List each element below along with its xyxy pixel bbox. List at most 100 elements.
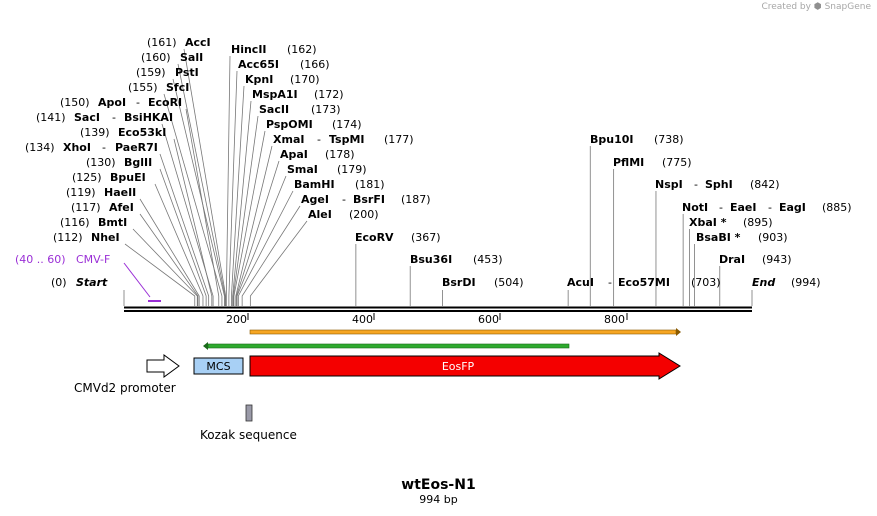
site-pos-pspomi: (174) bbox=[332, 118, 362, 131]
eosfp-label: EosFP bbox=[442, 360, 475, 373]
site-name-agei[interactable]: AgeI bbox=[301, 193, 329, 206]
site-name-psti[interactable]: PstI bbox=[175, 66, 199, 79]
site-alt-eaei[interactable]: EaeI bbox=[730, 201, 757, 214]
site-name-ecorv[interactable]: EcoRV bbox=[355, 231, 394, 244]
leader-line-haeii bbox=[139, 198, 200, 306]
leader-line-bglii bbox=[159, 168, 207, 306]
site-pos-psti: (159) bbox=[136, 66, 166, 79]
site-name-sfci[interactable]: SfcI bbox=[166, 81, 189, 94]
site-pos-nspi: (842) bbox=[750, 178, 780, 191]
orf-forward-bar bbox=[249, 329, 677, 335]
site-alt-eco57mi[interactable]: Eco57MI bbox=[618, 276, 670, 289]
enzyme-leader-lines bbox=[123, 48, 753, 306]
site-name-apoi[interactable]: ApoI bbox=[98, 96, 126, 109]
site-name-sali[interactable]: SalI bbox=[180, 51, 203, 64]
site-name-nspi[interactable]: NspI bbox=[655, 178, 683, 191]
site-pos-haeii: (119) bbox=[66, 186, 96, 199]
site-name-saci[interactable]: SacI bbox=[74, 111, 100, 124]
site-name-bglii[interactable]: BglII bbox=[124, 156, 152, 169]
site-name-bamhi[interactable]: BamHI bbox=[294, 178, 335, 191]
site-alt-tspmi[interactable]: TspMI bbox=[329, 133, 365, 146]
site-sep-noti: - bbox=[719, 201, 723, 214]
site-pos-bglii: (130) bbox=[86, 156, 116, 169]
site-name-sacii[interactable]: SacII bbox=[259, 103, 289, 116]
leader-line-xmai bbox=[235, 145, 273, 306]
site-name-acci[interactable]: AccI bbox=[185, 36, 211, 49]
credit-brand: SnapGene bbox=[824, 2, 871, 12]
site-name-noti[interactable]: NotI bbox=[682, 201, 708, 214]
site-alt-bsrfi[interactable]: BsrFI bbox=[353, 193, 385, 206]
site-name-apai[interactable]: ApaI bbox=[280, 148, 308, 161]
site-name-bmti[interactable]: BmtI bbox=[98, 216, 127, 229]
leader-line-apoi bbox=[185, 108, 220, 306]
primer-range: (40 .. 60) bbox=[15, 253, 66, 266]
mcs-feature[interactable]: MCS bbox=[193, 357, 244, 375]
snapgene-logo-icon: ⬢ bbox=[813, 2, 822, 12]
eosfp-arrow bbox=[249, 352, 681, 380]
site-pos-bsabi: (903) bbox=[758, 231, 788, 244]
site-alt-bsihkai[interactable]: BsiHKAI bbox=[124, 111, 173, 124]
site-name-bsu36i[interactable]: Bsu36I bbox=[410, 253, 452, 266]
tick-label-200: 200 bbox=[226, 313, 247, 326]
site-name-bsabi[interactable]: BsaBI * bbox=[696, 231, 741, 244]
site-name-eco53ki[interactable]: Eco53kI bbox=[118, 126, 166, 139]
site-sep-apoi: - bbox=[136, 96, 140, 109]
start-pos: (0) bbox=[51, 276, 67, 289]
site-name-bsrdi[interactable]: BsrDI bbox=[442, 276, 476, 289]
site-name-alei[interactable]: AleI bbox=[308, 208, 332, 221]
site-name-pflmi[interactable]: PflMI bbox=[613, 156, 644, 169]
site-name-xmai[interactable]: XmaI bbox=[273, 133, 304, 146]
site-pos-acci: (161) bbox=[147, 36, 177, 49]
site-pos-agei: (187) bbox=[401, 193, 431, 206]
site-name-xbai[interactable]: XbaI * bbox=[689, 216, 727, 229]
kozak-label: Kozak sequence bbox=[200, 428, 297, 442]
site-pos-apai: (178) bbox=[325, 148, 355, 161]
site-name-nhei[interactable]: NheI bbox=[91, 231, 120, 244]
tick-label-400: 400 bbox=[352, 313, 373, 326]
plasmid-size: 994 bp bbox=[419, 493, 458, 506]
site-pos-bsrdi: (504) bbox=[494, 276, 524, 289]
site-name-hincii[interactable]: HincII bbox=[231, 43, 267, 56]
cmvd2-promoter-feature[interactable]: CMVd2 promoter bbox=[74, 354, 180, 395]
site-alt-ecori[interactable]: EcoRI bbox=[148, 96, 182, 109]
end-label: End bbox=[752, 276, 775, 289]
site-alt-sphi[interactable]: SphI bbox=[705, 178, 733, 191]
site-name-acui[interactable]: AcuI bbox=[567, 276, 594, 289]
site-pos-apoi: (150) bbox=[60, 96, 90, 109]
site-name-acc65i[interactable]: Acc65I bbox=[238, 58, 279, 71]
site-name-afei[interactable]: AfeI bbox=[109, 201, 134, 214]
site-name-bpu10i[interactable]: Bpu10I bbox=[590, 133, 634, 146]
orf-forward[interactable] bbox=[249, 328, 681, 336]
site-name-mspa1i[interactable]: MspA1I bbox=[252, 88, 298, 101]
site-pos-smai: (179) bbox=[337, 163, 367, 176]
eosfp-feature[interactable]: EosFP bbox=[249, 352, 681, 380]
mcs-label: MCS bbox=[206, 360, 230, 373]
promoter-label: CMVd2 promoter bbox=[74, 381, 176, 395]
start-label: Start bbox=[76, 276, 108, 289]
site-name-kpni[interactable]: KpnI bbox=[245, 73, 273, 86]
plasmid-title: wtEos-N1 bbox=[401, 477, 476, 493]
site-name-smai[interactable]: SmaI bbox=[287, 163, 318, 176]
site-pos-pflmi: (775) bbox=[662, 156, 692, 169]
leader-line-sacii bbox=[232, 115, 259, 306]
site-pos-bpuei: (125) bbox=[72, 171, 102, 184]
site-alt-eagi[interactable]: EagI bbox=[779, 201, 806, 214]
site-sep-acui: - bbox=[608, 276, 612, 289]
leader-line-acc65i bbox=[228, 70, 238, 306]
site-sep-nspi: - bbox=[694, 178, 698, 191]
site-name-drai[interactable]: DraI bbox=[719, 253, 745, 266]
site-sep-xmai: - bbox=[317, 133, 321, 146]
sequence-map: (161) AccI (160) SalI (159) PstI (155) S… bbox=[15, 36, 852, 442]
site-name-pspomi[interactable]: PspOMI bbox=[266, 118, 313, 131]
primer-leader-line bbox=[123, 262, 151, 298]
primer-name[interactable]: CMV-F bbox=[76, 253, 110, 266]
orf-reverse[interactable] bbox=[203, 342, 570, 350]
site-name-xhoi[interactable]: XhoI bbox=[63, 141, 91, 154]
bp-ruler: 200 400 600 800 bbox=[226, 313, 628, 326]
kozak-feature[interactable]: Kozak sequence bbox=[200, 404, 297, 442]
leader-line-pspomi bbox=[233, 130, 266, 306]
site-name-bpuei[interactable]: BpuEI bbox=[110, 171, 146, 184]
site-alt-paer7i[interactable]: PaeR7I bbox=[115, 141, 158, 154]
site-name-haeii[interactable]: HaeII bbox=[104, 186, 136, 199]
site-pos-bamhi: (181) bbox=[355, 178, 385, 191]
